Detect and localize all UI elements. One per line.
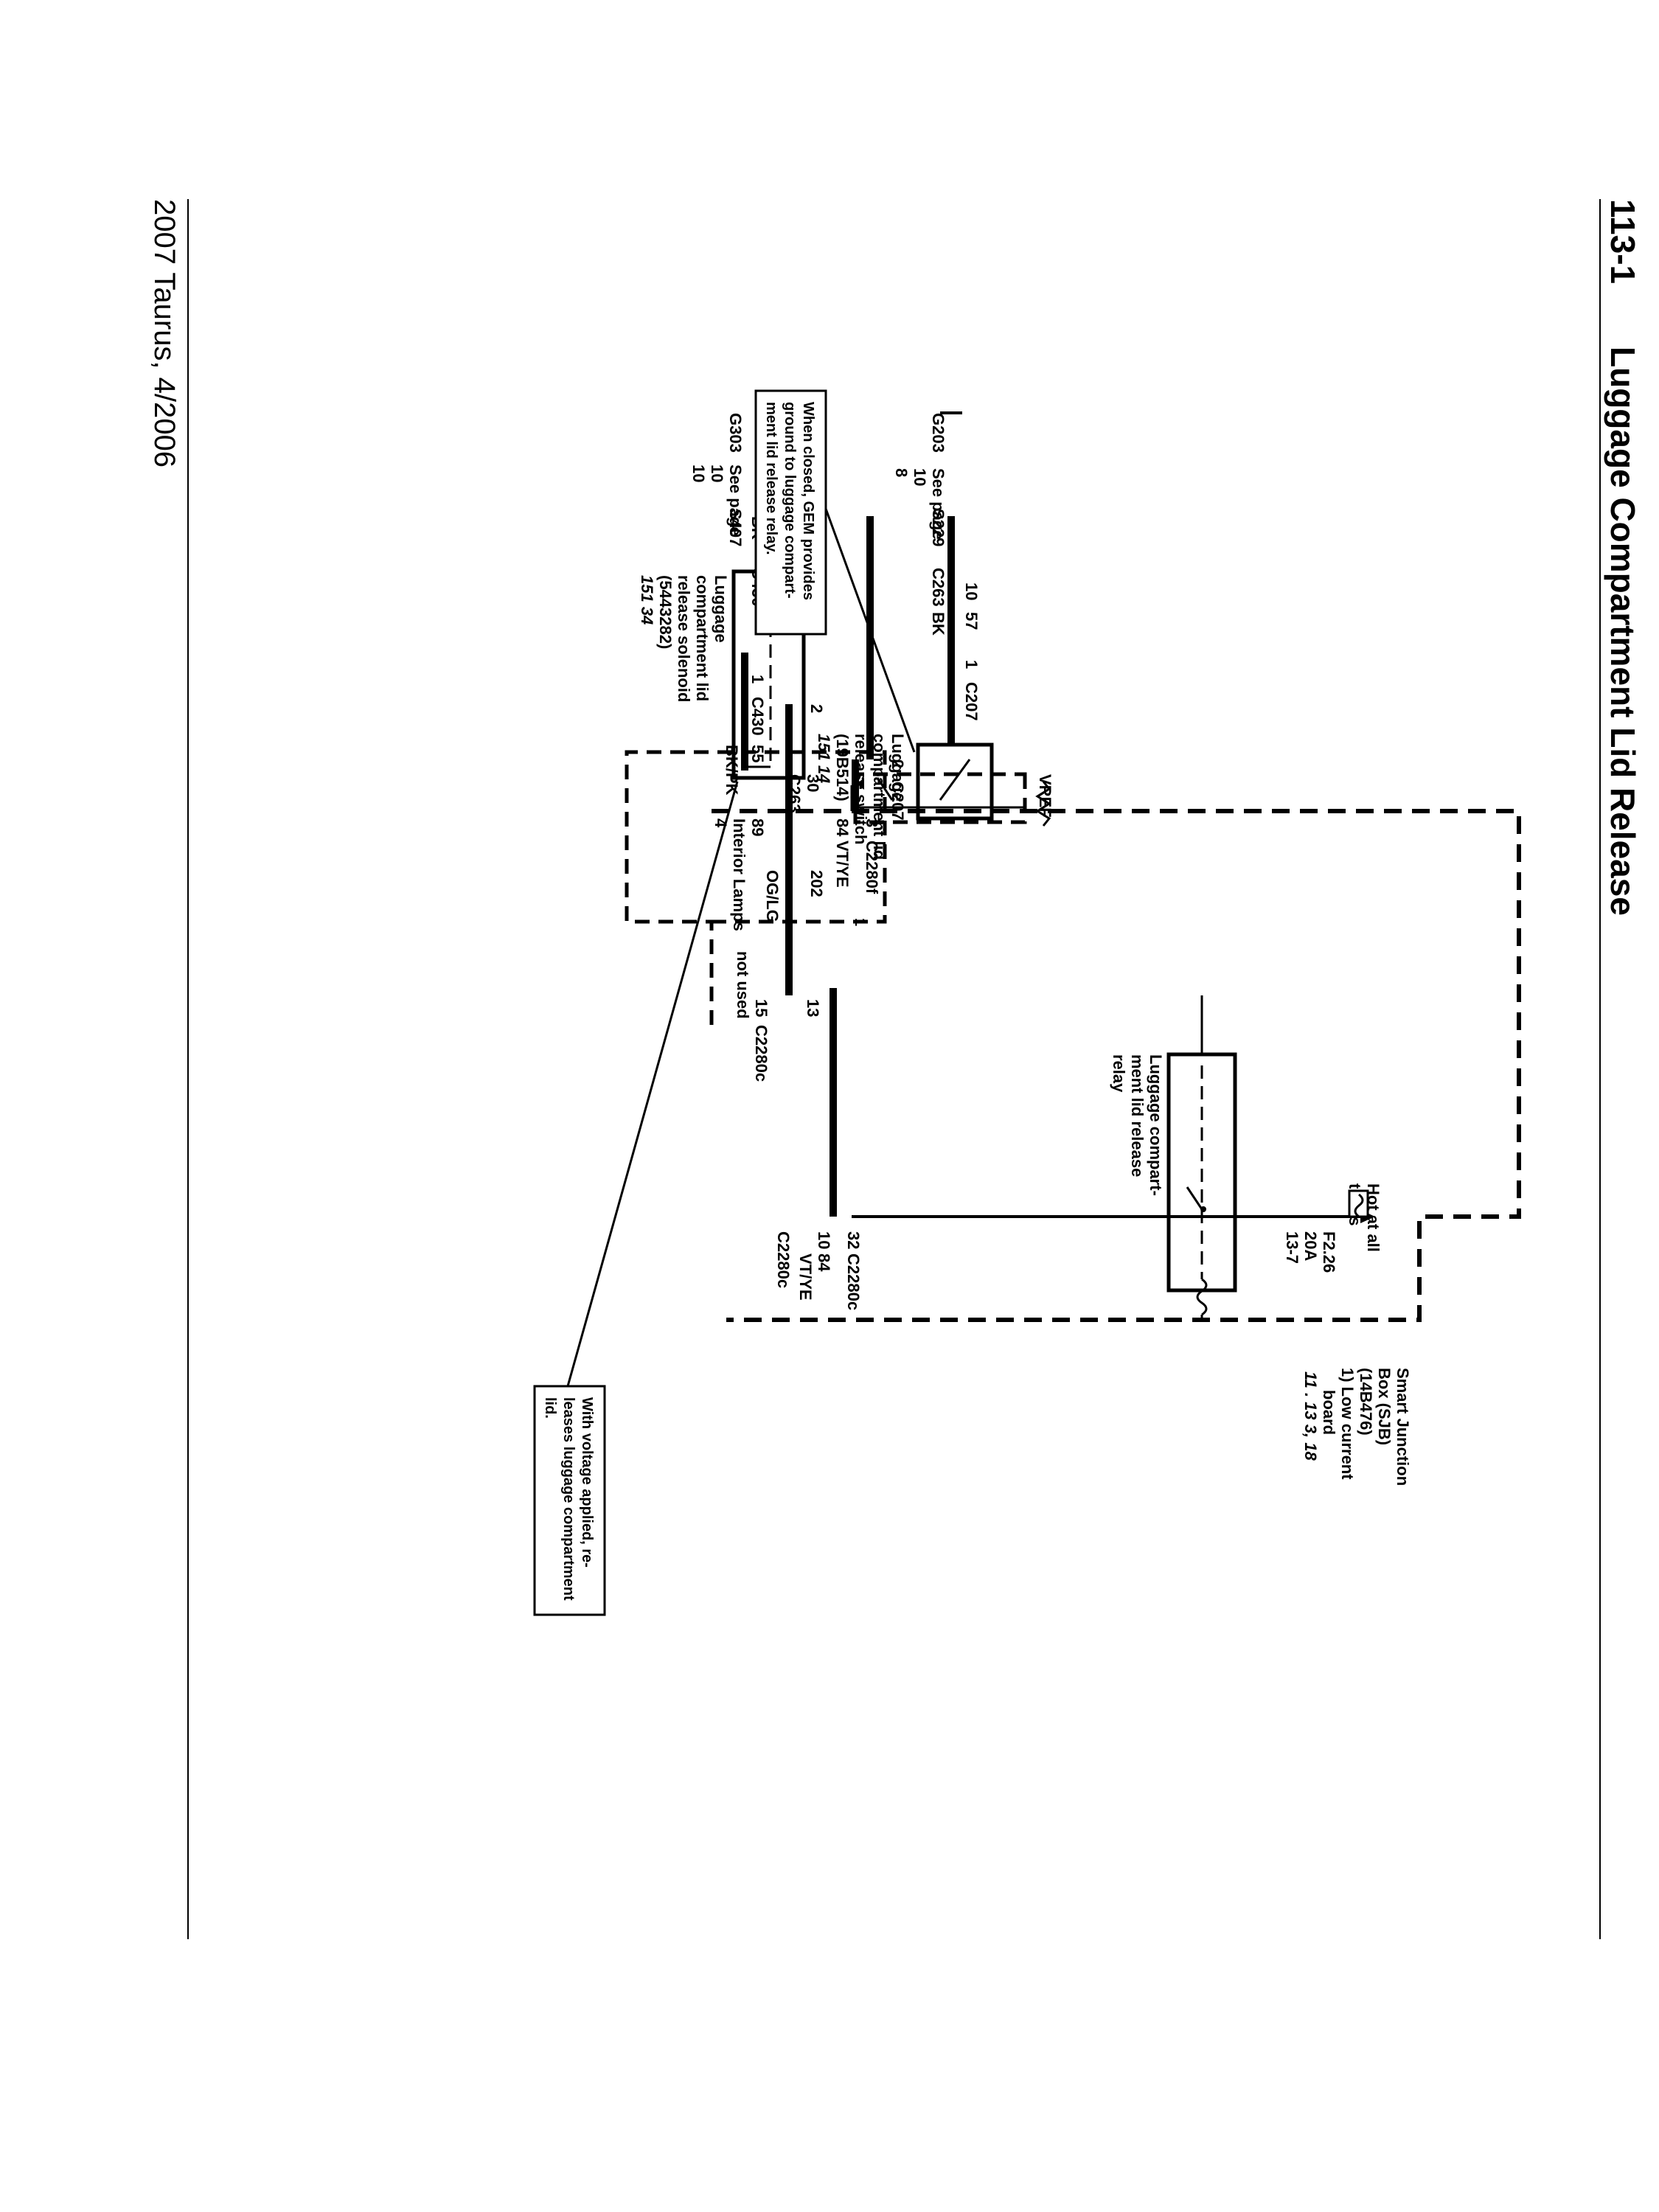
- gem-note-box: [754, 389, 827, 636]
- c207-b: C207: [962, 682, 981, 721]
- switch-part: (19B514): [833, 734, 852, 801]
- see-page-a-ref: 8: [892, 468, 911, 477]
- volt-note-1: With voltage applied, re-: [579, 1397, 595, 1568]
- solenoid-label1: Luggage: [712, 575, 730, 643]
- c2280c-15: C2280c: [752, 1025, 771, 1082]
- switch-label3: release switch: [852, 734, 870, 844]
- not-used-label: not used: [734, 951, 752, 1019]
- gem-ground-icon: [857, 778, 864, 790]
- g203: G203: [929, 413, 947, 453]
- gem-pin: 1: [852, 918, 868, 926]
- resistor-icon: [1035, 781, 1051, 827]
- c207-pin-1: 1: [962, 660, 981, 669]
- sjb-title: Smart Junction: [1394, 1368, 1412, 1486]
- solenoid-refs: 151 34: [638, 575, 656, 625]
- c207-a: C207: [888, 782, 907, 821]
- c2280c-color: VT/YE: [796, 1253, 815, 1301]
- fuse-icon: [1348, 1189, 1369, 1218]
- c2280f: C2280f: [863, 841, 881, 894]
- c430-b: C430: [748, 697, 767, 736]
- sjb-gem-outline: [625, 750, 887, 1025]
- c2280f-pin: 3: [863, 818, 881, 827]
- switch-label2: compartment lid: [870, 734, 888, 860]
- see-page-b-ref: 10: [689, 465, 708, 482]
- s229: S229: [929, 509, 947, 546]
- c2280f-circ: 84: [833, 818, 852, 837]
- see-page-a-num: 10: [911, 468, 929, 486]
- see-page-a: See page: [929, 468, 947, 540]
- c2280f-color: VT/YE: [833, 841, 852, 888]
- c2280c-pin-10: 10: [815, 1231, 833, 1249]
- relay-label2: ment lid release: [1128, 1054, 1147, 1177]
- sjb-refs: 11 . 13 3, 18: [1301, 1371, 1320, 1461]
- gem-note-2: ground to luggage compart-: [782, 402, 798, 599]
- c430-pin-2: 2: [807, 704, 826, 713]
- relay-switch-blade: [1186, 1186, 1203, 1210]
- sjb-outline: [712, 809, 1521, 1322]
- relay-coil-icon: [1196, 1278, 1208, 1316]
- relay-label3: relay: [1110, 1054, 1128, 1093]
- relay-label1: Luggage compart-: [1147, 1054, 1165, 1196]
- bkpk-circ: 55: [748, 745, 767, 762]
- solenoid-label3: release solenoid: [675, 575, 693, 702]
- bkpk-color: BK/PK: [723, 745, 741, 796]
- lamps: Interior Lamps: [730, 818, 748, 931]
- volt-note-leader: [566, 781, 739, 1387]
- c207-color: BK: [929, 612, 947, 636]
- s407: S407: [726, 509, 745, 546]
- c207-circ: 57: [962, 612, 981, 630]
- page-number: 113-1: [1604, 199, 1642, 284]
- sjb-board1: 1) Low current: [1338, 1368, 1357, 1480]
- c263-pin: 30: [804, 774, 822, 792]
- lamps-ref: 89: [748, 818, 767, 836]
- fuse-ref: 13-7: [1283, 1231, 1301, 1264]
- see-page-b-num: 10: [708, 465, 726, 482]
- sjb-title2: Box (SJB): [1375, 1368, 1394, 1445]
- gem-note-1: When closed, GEM provides: [800, 402, 816, 600]
- volt-note-box: [533, 1385, 606, 1616]
- fuse-element: [1354, 1193, 1364, 1218]
- fuse-id: F2.26: [1320, 1231, 1338, 1273]
- c2280c-10: C2280c: [774, 1231, 793, 1288]
- page-title: Luggage Compartment Lid Release: [1604, 347, 1642, 916]
- c2280c-circ: 84: [815, 1253, 833, 1272]
- volt-note-2: leases luggage compartment: [560, 1397, 577, 1601]
- c263b-pin: 10: [962, 582, 981, 600]
- c207-pin-2: 2: [888, 759, 907, 768]
- solenoid-label2: compartment lid: [693, 575, 712, 701]
- solenoid-part: (5443282): [656, 575, 675, 649]
- fuse-rating: 20A: [1301, 1231, 1320, 1261]
- see-page-b: See page: [726, 465, 745, 536]
- c430-pin-1: 1: [748, 675, 767, 684]
- og-color: OG/LG: [763, 870, 782, 922]
- switch-refs: 151 14: [815, 734, 833, 783]
- gem-switch-blade: [876, 777, 894, 801]
- c2280c-pin-32: 32: [844, 1231, 863, 1249]
- c263b: C263: [929, 568, 947, 607]
- switch-blade-icon: [939, 759, 971, 801]
- gem-note-leader: [824, 508, 916, 753]
- c2280c-pin-13: 13: [804, 999, 822, 1017]
- g303: G303: [726, 413, 745, 453]
- c263: C263: [785, 774, 804, 813]
- volt-note-3: lid.: [542, 1397, 558, 1419]
- switch-label1: Luggage: [888, 734, 907, 801]
- c2280c-32: C2280c: [844, 1253, 863, 1310]
- sjb-part: (14B476): [1357, 1368, 1375, 1436]
- sjb-board2: board: [1320, 1390, 1338, 1435]
- og-circ: 202: [807, 870, 826, 897]
- c2280c-pin-15: 15: [752, 999, 771, 1017]
- gem-note-3: ment lid release relay.: [763, 402, 779, 555]
- footer-model: 2007 Taurus, 4/2006: [148, 199, 181, 467]
